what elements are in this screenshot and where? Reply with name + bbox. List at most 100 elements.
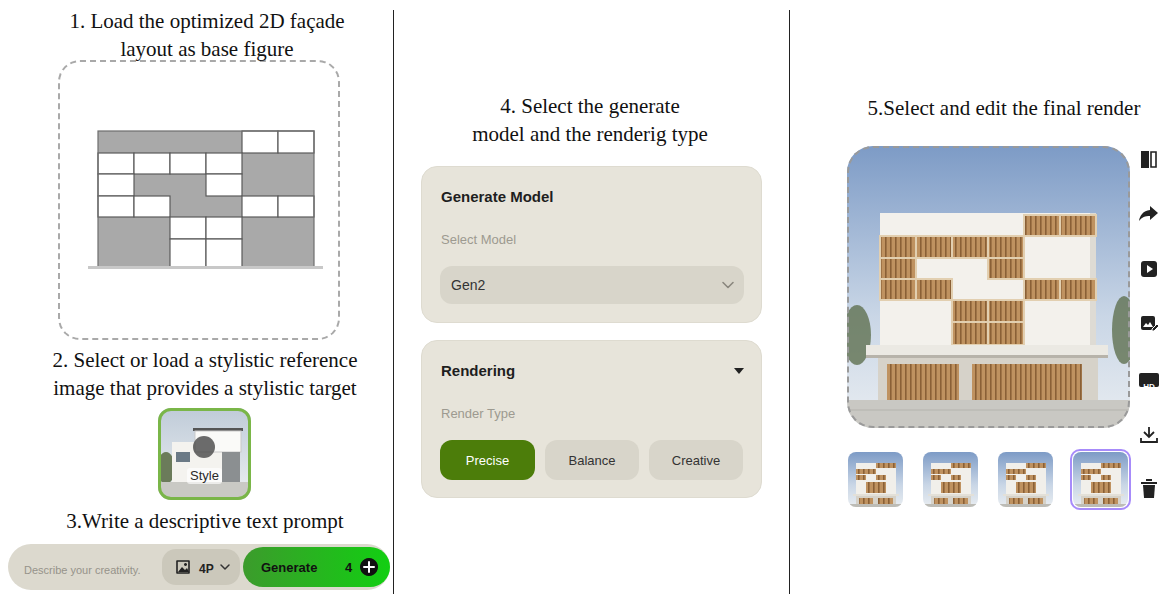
model-dropdown: Gen2 xyxy=(440,266,744,304)
toolbar-icon xyxy=(1141,482,1157,484)
final-render-image xyxy=(972,364,1082,400)
facade-layout-drawing xyxy=(170,217,206,239)
style-reference-image xyxy=(158,408,251,500)
text-slot: 2. Select or load a stylistic reference … xyxy=(20,346,390,402)
toolbar-icon xyxy=(1139,151,1159,498)
render-type-button: Balance xyxy=(545,440,639,480)
column-divider xyxy=(789,10,790,594)
final-render-image xyxy=(916,236,952,258)
settings-panel: Generate ModelSelect ModelGen2 xyxy=(421,166,762,323)
final-render-image xyxy=(988,258,1024,279)
render-thumbnail xyxy=(998,452,1053,507)
render-type-button: Creative xyxy=(649,440,743,480)
final-render-image xyxy=(1024,215,1060,236)
text-slot: Balance xyxy=(545,451,639,470)
style-reference-image xyxy=(222,452,240,482)
step-heading: 2. Select or load a stylistic reference … xyxy=(53,346,358,402)
text-slot: Describe your creativity. xyxy=(24,560,141,578)
text-slot: HD xyxy=(1139,375,1159,393)
ui-icon xyxy=(722,281,734,289)
field-label: Render Type xyxy=(441,406,515,422)
final-render-image xyxy=(880,213,1096,347)
facade-layout-drawing xyxy=(206,174,242,196)
render-thumbnail xyxy=(1071,450,1130,509)
text-slot: 4P xyxy=(199,559,214,577)
final-render-image xyxy=(988,236,1024,258)
count-value: 4P xyxy=(199,561,214,577)
dropdown-value: Gen2 xyxy=(451,276,485,294)
final-render-image xyxy=(988,300,1024,322)
text-line: model and the renderig type xyxy=(472,120,708,148)
toolbar-icon xyxy=(1151,152,1156,167)
final-render-image xyxy=(887,364,959,400)
ui-icon xyxy=(221,565,229,569)
step-heading: 1. Load the optimized 2D façade layout a… xyxy=(69,7,344,63)
ui-icon xyxy=(734,368,744,374)
style-reference-image xyxy=(176,452,190,462)
toolbar-icon xyxy=(1143,322,1153,327)
text-slot: Style xyxy=(161,466,248,484)
ui-icon xyxy=(178,567,189,572)
facade-layout-drawing xyxy=(98,153,134,174)
text-line: 1. Load the optimized 2D façade xyxy=(69,7,344,35)
text-line: 2. Select or load a stylistic reference xyxy=(53,346,358,374)
text-slot: Gen2 xyxy=(451,276,485,294)
panel-title: Rendering xyxy=(441,362,515,380)
render-thumbnail xyxy=(848,450,1130,509)
text-slot: 4 xyxy=(345,558,352,577)
icon-label: HD xyxy=(1143,382,1155,392)
final-render-image xyxy=(866,345,1108,357)
facade-layout-drawing xyxy=(98,131,314,267)
style-tag: Style xyxy=(187,468,222,484)
toolbar-icon xyxy=(1146,479,1152,481)
final-render-image xyxy=(847,410,1130,411)
facade-layout-drawing xyxy=(98,131,314,267)
final-render-image xyxy=(1112,296,1130,364)
ui-icon xyxy=(220,563,230,571)
prompt-placeholder: Describe your creativity. xyxy=(24,563,141,577)
render-type-button: Precise xyxy=(440,440,535,480)
final-render-image xyxy=(1024,279,1060,300)
column-divider xyxy=(393,10,394,594)
text-slot: Generate Model xyxy=(441,188,554,206)
column-divider xyxy=(394,10,790,594)
style-reference-thumb: Style xyxy=(158,408,251,500)
final-render-image xyxy=(1060,279,1096,300)
final-render-image xyxy=(880,258,916,279)
ui-icon xyxy=(360,558,378,576)
facade-layout-drawing xyxy=(242,131,278,153)
final-render-frame: 5.Select and edit the final render xyxy=(847,146,1130,428)
facade-layout-drawing xyxy=(206,153,242,174)
render-thumbnail xyxy=(1073,452,1128,507)
text-line: 4. Select the generate xyxy=(472,92,708,120)
text-slot: Rendering xyxy=(441,362,515,380)
text-slot: Creative xyxy=(649,451,743,470)
facade-layout-drawing xyxy=(242,196,278,217)
toolbar-icon xyxy=(1152,324,1159,331)
facade-layout-drawing xyxy=(98,131,314,267)
count-pill: 4P xyxy=(162,549,240,585)
ui-icon xyxy=(364,562,374,572)
facade-layout-drawing xyxy=(98,196,134,217)
button-label: Precise xyxy=(466,452,509,470)
prompt-bar: Describe your creativity. 4P Generate 4 xyxy=(8,544,390,590)
panel-title: Generate Model xyxy=(441,188,554,206)
button-label: Creative xyxy=(672,452,720,470)
ui-icon xyxy=(177,561,189,573)
final-render-image xyxy=(952,236,988,258)
text-slot: 5.Select and edit the final render xyxy=(844,94,1164,122)
field-label: Select Model xyxy=(441,232,516,248)
step-heading: 4. Select the generate model and the ren… xyxy=(472,92,708,148)
facade-layout-drawing xyxy=(134,153,170,174)
text-slot: Generate xyxy=(261,558,317,577)
button-label: Balance xyxy=(569,452,616,470)
final-render-image xyxy=(878,358,1098,400)
facade-layout-drawing xyxy=(88,266,323,269)
final-render-image xyxy=(847,400,1130,428)
base-figure-frame: 1. Load the optimized 2D façade layout a… xyxy=(58,60,340,340)
text-slot: Precise xyxy=(440,451,535,470)
final-render-image xyxy=(880,236,916,258)
facade-layout-drawing xyxy=(98,174,134,196)
